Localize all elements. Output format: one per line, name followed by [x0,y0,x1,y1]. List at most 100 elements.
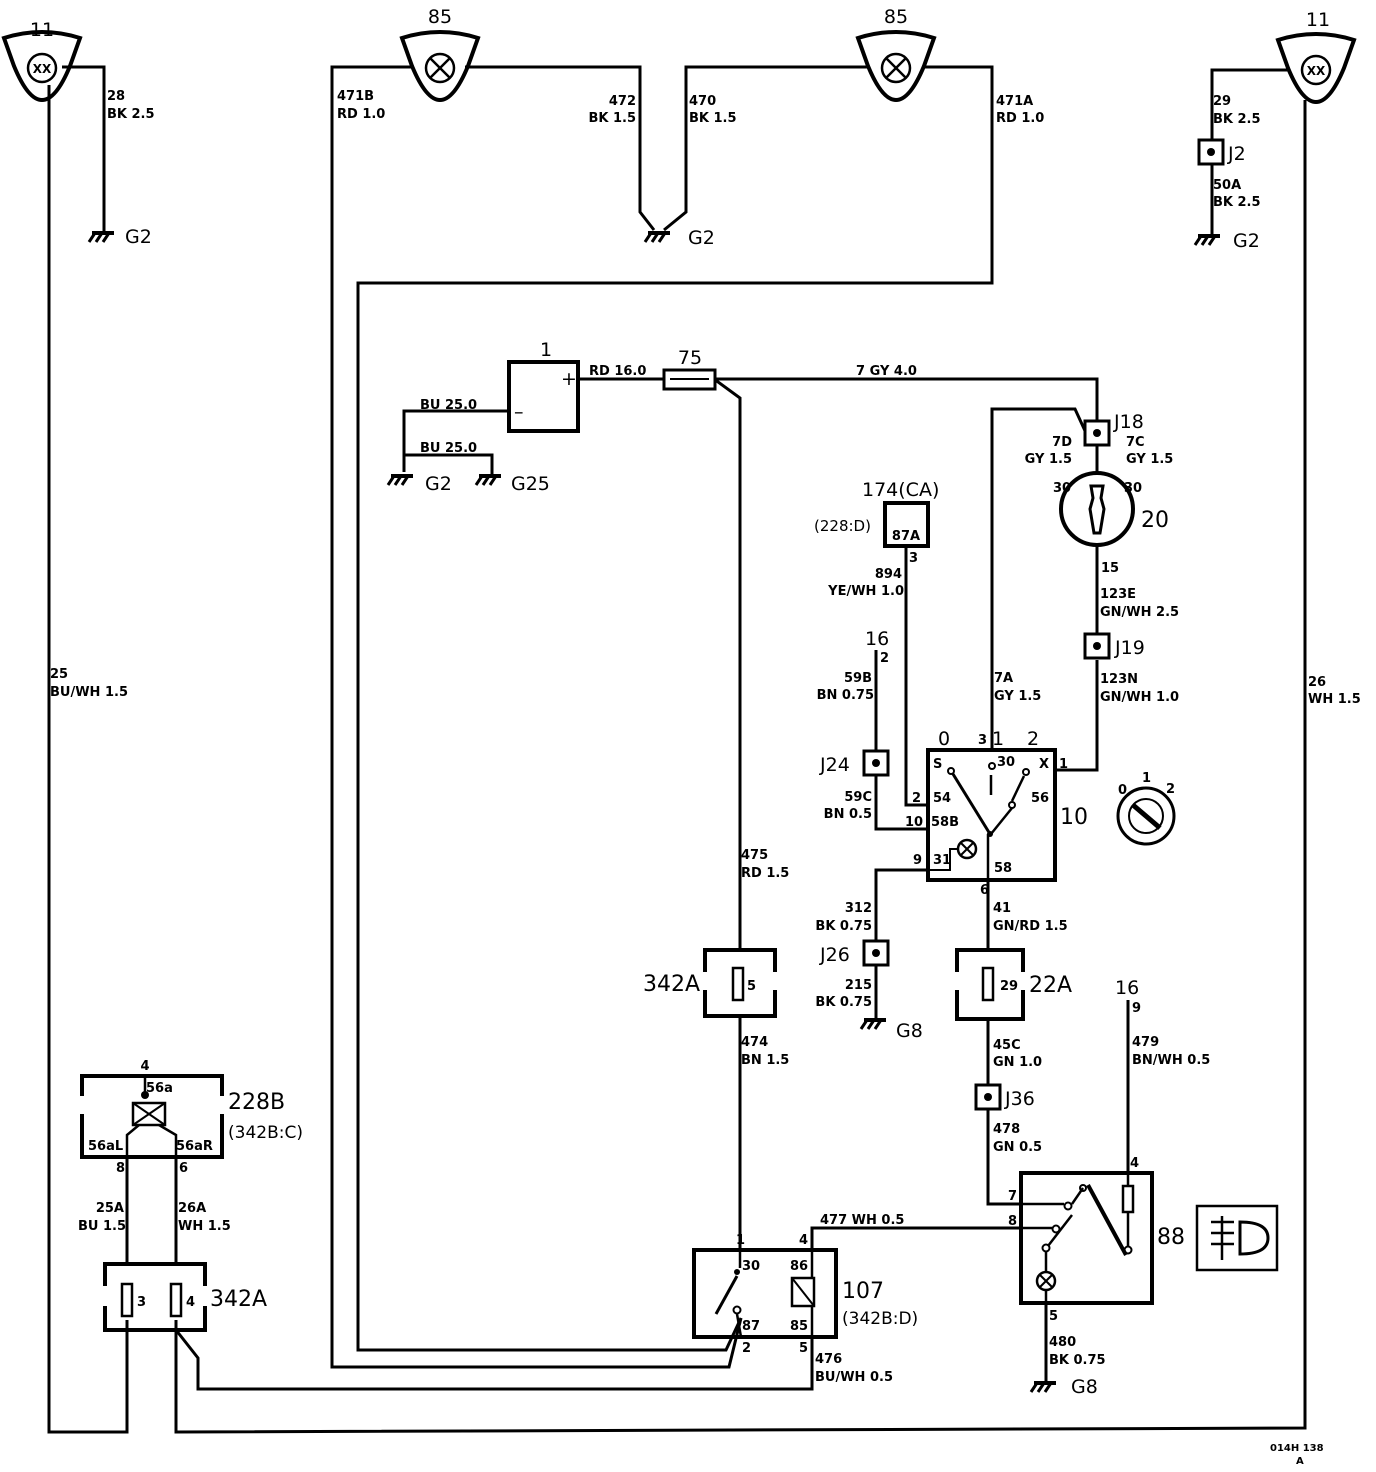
svg-text:54: 54 [933,791,951,806]
svg-text:478: 478 [993,1122,1020,1137]
svg-text:BN 0.75: BN 0.75 [817,688,874,703]
svg-text:J26: J26 [819,944,850,966]
svg-text:3: 3 [137,1295,146,1310]
svg-text:20: 20 [1141,508,1169,533]
svg-text:29: 29 [1000,979,1018,994]
svg-text:471A: 471A [996,94,1033,109]
svg-text:2: 2 [912,791,921,806]
svg-text:30: 30 [1124,481,1142,496]
svg-text:(342B:D): (342B:D) [842,1309,918,1329]
svg-text:88: 88 [1157,1225,1185,1250]
svg-text:8: 8 [1008,1214,1017,1229]
svg-text:174(CA): 174(CA) [862,479,939,501]
svg-text:31: 31 [933,853,951,868]
svg-text:1: 1 [1142,771,1151,786]
svg-text:GN 0.5: GN 0.5 [993,1140,1042,1155]
junction-j2: J2 [1197,138,1246,166]
svg-text:BK 2.5: BK 2.5 [1213,195,1261,210]
svg-text:28: 28 [107,89,125,104]
svg-text:BK 2.5: BK 2.5 [107,107,155,122]
svg-text:G8: G8 [1071,1376,1098,1398]
svg-text:J18: J18 [1113,411,1144,433]
ground-g2-battery: G2 [386,473,452,495]
svg-text:BU 1.5: BU 1.5 [78,1219,126,1234]
svg-text:7: 7 [1008,1189,1017,1204]
svg-text:342A: 342A [643,972,700,997]
battery-1: 1 + – [507,339,580,433]
svg-text:5: 5 [799,1341,808,1356]
drawing-code: 014H 138 A [1270,1443,1324,1467]
ground-g8-mid: G8 [859,1018,923,1042]
relay-107: 107 (342B:D) 1 4 2 5 30 86 87 85 [692,1233,918,1356]
svg-text:7D: 7D [1052,435,1072,450]
svg-text:BN 1.5: BN 1.5 [741,1053,789,1068]
svg-text:BK 0.75: BK 0.75 [815,995,872,1010]
svg-text:56: 56 [1031,791,1049,806]
lamp-85-left: 85 [400,6,480,102]
svg-text:4: 4 [1130,1156,1139,1171]
lamp-11-right: 11 XX [1276,9,1356,104]
svg-text:GN 1.0: GN 1.0 [993,1055,1042,1070]
svg-text:7C: 7C [1126,435,1145,450]
svg-text:87A: 87A [892,529,920,544]
svg-text:474: 474 [741,1035,768,1050]
svg-text:4: 4 [140,1059,149,1074]
svg-text:25A: 25A [96,1201,124,1216]
lamp-11-left: 11 XX [2,19,82,102]
svg-text:476: 476 [815,1352,842,1367]
svg-text:471B: 471B [337,89,374,104]
svg-text:58B: 58B [931,815,959,830]
svg-text:G8: G8 [896,1020,923,1042]
svg-text:59B: 59B [844,671,872,686]
ground-g2-mid: G2 [643,227,715,249]
svg-text:BK 1.5: BK 1.5 [689,111,737,126]
svg-text:25: 25 [50,667,68,682]
svg-text:2: 2 [1166,782,1175,797]
svg-text:BU 25.0: BU 25.0 [420,398,477,413]
svg-text:XX: XX [1307,64,1326,78]
svg-text:RD 1.0: RD 1.0 [337,107,385,122]
svg-text:16: 16 [1115,977,1139,999]
svg-text:1: 1 [992,728,1004,750]
svg-text:BK 0.75: BK 0.75 [815,919,872,934]
svg-text:56a: 56a [146,1081,173,1096]
svg-text:480: 480 [1049,1335,1076,1350]
svg-text:475: 475 [741,848,768,863]
svg-text:58: 58 [994,861,1012,876]
svg-text:G25: G25 [511,473,550,495]
svg-text:X: X [1039,757,1049,772]
svg-text:GN/WH 2.5: GN/WH 2.5 [1100,605,1179,620]
junction-j18: J18 [1083,411,1144,447]
svg-text:2: 2 [742,1341,751,1356]
svg-text:107: 107 [842,1279,884,1304]
svg-text:2: 2 [1027,728,1039,750]
ground-g2-left: G2 [87,226,152,248]
svg-text:215: 215 [845,978,872,993]
switch-position-icon: 0 1 2 [1116,771,1176,846]
lamp-85-right: 85 [856,6,936,102]
light-switch-10: 10 0 1 2 3 1 2 10 9 6 S 30 X 54 56 58B 3… [905,728,1088,898]
connector-16-lower: 16 9 [1115,977,1141,1016]
svg-text:26A: 26A [178,1201,206,1216]
svg-text:(342B:C): (342B:C) [228,1123,303,1143]
svg-text:2: 2 [880,651,889,666]
svg-text:A: A [1296,1456,1304,1467]
junction-j19: J19 [1083,632,1145,660]
svg-text:123N: 123N [1100,672,1138,687]
svg-text:56aL: 56aL [88,1139,123,1154]
svg-text:WH 1.5: WH 1.5 [1308,692,1361,707]
svg-text:GY 1.5: GY 1.5 [1126,452,1173,467]
svg-text:479: 479 [1132,1035,1159,1050]
svg-text:5: 5 [1049,1309,1058,1324]
svg-text:85: 85 [884,6,908,28]
fuse-342a-upper: 5 342A [643,948,777,1018]
svg-text:123E: 123E [1100,587,1136,602]
svg-text:228B: 228B [228,1090,285,1115]
svg-text:45C: 45C [993,1038,1021,1053]
svg-text:RD 16.0: RD 16.0 [589,364,646,379]
svg-text:30: 30 [1053,481,1071,496]
svg-text:4: 4 [186,1295,195,1310]
svg-text:3: 3 [909,551,918,566]
svg-text:G2: G2 [425,473,452,495]
